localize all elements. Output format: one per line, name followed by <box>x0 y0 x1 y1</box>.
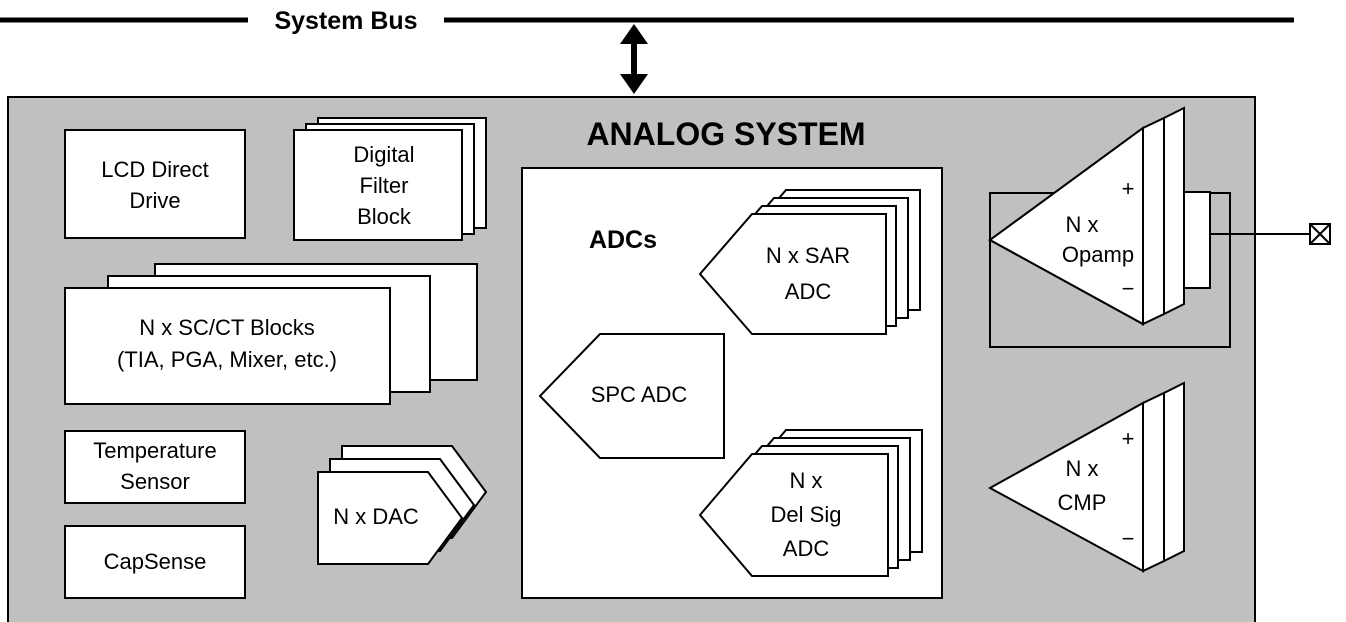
spc-adc-block: SPC ADC <box>538 333 725 459</box>
svg-text:Temperature: Temperature <box>93 438 217 463</box>
svg-text:Drive: Drive <box>129 188 180 213</box>
bus-arrow-icon <box>620 24 648 94</box>
svg-text:−: − <box>1122 276 1135 301</box>
capsense-block: CapSense <box>64 525 246 599</box>
delsig-adc-block: N x Del Sig ADC <box>698 429 923 577</box>
svg-text:N x: N x <box>790 468 823 493</box>
svg-text:Opamp: Opamp <box>1062 242 1134 267</box>
adcs-title: ADCs <box>589 226 657 254</box>
comparator-block: N x CMP + − <box>987 381 1185 573</box>
svg-text:N x: N x <box>1066 456 1099 481</box>
dac-block: N x DAC <box>317 445 488 565</box>
lcd-direct-drive-block: LCD Direct Drive <box>64 129 246 239</box>
svg-text:ADC: ADC <box>785 279 832 304</box>
output-pin-icon <box>1309 223 1331 245</box>
svg-text:Block: Block <box>357 204 412 229</box>
svg-text:LCD Direct: LCD Direct <box>101 157 209 182</box>
svg-text:Digital: Digital <box>353 142 414 167</box>
svg-text:+: + <box>1122 426 1135 451</box>
analog-system-title: ANALOG SYSTEM <box>586 116 865 152</box>
svg-text:−: − <box>1122 526 1135 551</box>
svg-text:SPC ADC: SPC ADC <box>591 382 688 407</box>
svg-text:+: + <box>1122 176 1135 201</box>
svg-text:Del Sig: Del Sig <box>771 502 842 527</box>
system-bus-label: System Bus <box>274 7 417 35</box>
svg-text:Sensor: Sensor <box>120 469 190 494</box>
sc-ct-blocks: N x SC/CT Blocks (TIA, PGA, Mixer, etc.) <box>64 263 478 405</box>
svg-text:ADC: ADC <box>783 536 830 561</box>
svg-text:CapSense: CapSense <box>104 549 207 574</box>
svg-text:(TIA, PGA, Mixer, etc.): (TIA, PGA, Mixer, etc.) <box>117 347 337 372</box>
svg-text:Filter: Filter <box>360 173 409 198</box>
digital-filter-block: Digital Filter Block <box>293 117 487 241</box>
svg-text:N x: N x <box>1066 212 1099 237</box>
sar-adc-block: N x SAR ADC <box>698 189 921 335</box>
svg-text:N x SC/CT Blocks: N x SC/CT Blocks <box>139 315 315 340</box>
svg-text:CMP: CMP <box>1058 490 1107 515</box>
svg-text:N x DAC: N x DAC <box>333 504 419 529</box>
temperature-sensor-block: Temperature Sensor <box>64 430 246 504</box>
opamp-block: N x Opamp + − <box>988 106 1310 348</box>
svg-text:N x SAR: N x SAR <box>766 243 850 268</box>
